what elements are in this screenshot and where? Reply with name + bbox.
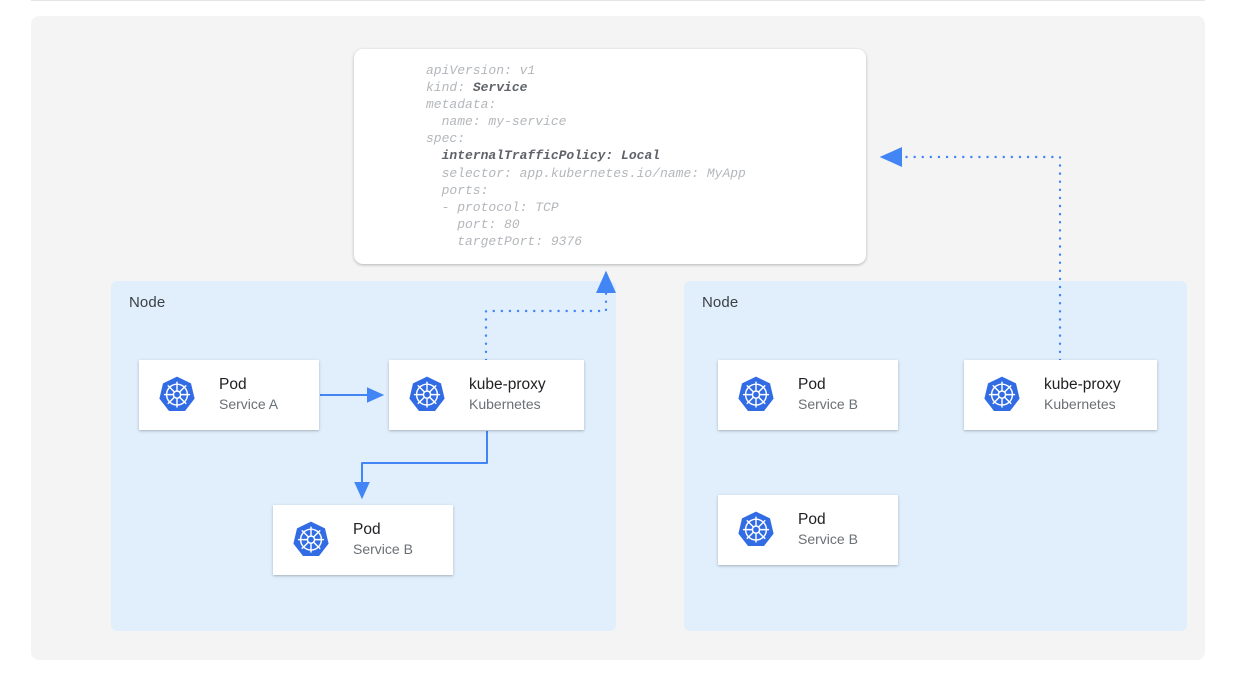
kubernetes-icon <box>736 375 776 415</box>
card-kube-proxy-right[interactable]: kube-proxy Kubernetes <box>964 360 1157 430</box>
card-subtitle: Service A <box>219 396 279 412</box>
card-subtitle: Service B <box>353 541 413 557</box>
card-title: kube-proxy <box>1044 375 1121 393</box>
kubernetes-icon <box>982 375 1022 415</box>
top-divider <box>31 0 1205 1</box>
card-title: kube-proxy <box>469 375 546 393</box>
node-container-left: Node <box>111 281 616 631</box>
service-manifest-code: apiVersion: v1 kind: Service metadata: n… <box>426 63 746 249</box>
node-container-right: Node <box>684 281 1187 631</box>
card-title: Pod <box>798 375 826 393</box>
card-pod-service-b-right-1[interactable]: Pod Service B <box>718 360 898 430</box>
card-subtitle: Kubernetes <box>469 396 541 412</box>
card-subtitle: Service B <box>798 531 858 547</box>
card-title: Pod <box>219 375 247 393</box>
node-label-right: Node <box>702 294 739 311</box>
kubernetes-icon <box>291 520 331 560</box>
card-subtitle: Kubernetes <box>1044 396 1116 412</box>
kubernetes-icon <box>157 375 197 415</box>
kubernetes-icon <box>736 510 776 550</box>
card-subtitle: Service B <box>798 396 858 412</box>
kubernetes-icon <box>407 375 447 415</box>
card-pod-service-b-left[interactable]: Pod Service B <box>273 505 453 575</box>
diagram-canvas: Node Node <box>31 16 1205 660</box>
card-kube-proxy-left[interactable]: kube-proxy Kubernetes <box>389 360 584 430</box>
service-manifest-panel: apiVersion: v1 kind: Service metadata: n… <box>354 49 866 264</box>
card-title: Pod <box>353 520 381 538</box>
card-title: Pod <box>798 510 826 528</box>
node-label-left: Node <box>129 294 166 311</box>
card-pod-service-b-right-2[interactable]: Pod Service B <box>718 495 898 565</box>
card-pod-service-a[interactable]: Pod Service A <box>139 360 319 430</box>
